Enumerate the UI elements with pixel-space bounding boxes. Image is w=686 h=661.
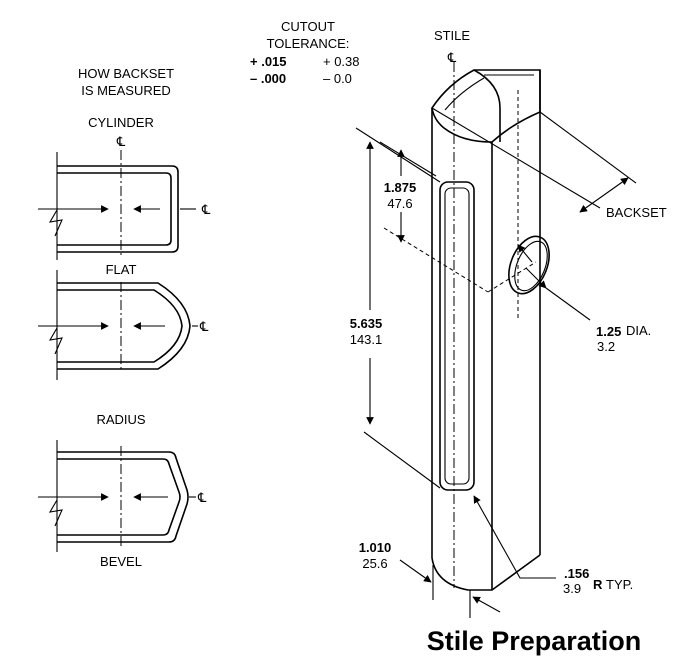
dim-5635 <box>355 127 441 489</box>
bevel-label: BEVEL <box>100 554 142 569</box>
cutout-title-2: TOLERANCE: <box>267 36 350 51</box>
stile-body-drawing <box>383 62 591 591</box>
tolerance-minus-mm: – 0.0 <box>323 71 352 86</box>
cylinder-centerline-symbol: ℄ <box>116 134 126 149</box>
tolerance-plus-inch: + .015 <box>250 54 287 69</box>
dim-1010 <box>399 559 501 618</box>
tolerance-minus-inch: – .000 <box>250 71 286 86</box>
flat-centerline-symbol: ℄ <box>201 202 211 217</box>
dim-156-inch: .156 <box>564 566 589 581</box>
how-backset-title-2: IS MEASURED <box>81 83 171 98</box>
bevel-centerline-symbol: ℄ <box>197 490 207 505</box>
typ-label: TYP. <box>606 577 633 592</box>
dim-125-mm: 3.2 <box>597 339 615 354</box>
dia-label: DIA. <box>626 323 651 338</box>
r-label: R <box>593 577 603 592</box>
tolerance-plus-mm: + 0.38 <box>323 54 360 69</box>
dim-1875-inch: 1.875 <box>384 180 417 195</box>
dim-5635-inch: 5.635 <box>350 316 383 331</box>
how-backset-title-1: HOW BACKSET <box>78 66 174 81</box>
dim-125-inch: 1.25 <box>596 324 621 339</box>
dim-5635-mm: 143.1 <box>350 332 383 347</box>
dim-156-mm: 3.9 <box>563 581 581 596</box>
backset-label: BACKSET <box>606 205 667 220</box>
radius-leader <box>473 495 556 579</box>
stile-centerline-symbol: ℄ <box>447 50 457 65</box>
cutout-title-1: CUTOUT <box>281 19 335 34</box>
dim-1875 <box>379 141 437 243</box>
dim-1010-inch: 1.010 <box>359 540 392 555</box>
radius-section-drawing <box>38 270 198 380</box>
radius-label: RADIUS <box>96 412 145 427</box>
backset-dimension <box>431 107 637 213</box>
bevel-section-drawing <box>38 440 196 552</box>
stile-label: STILE <box>434 28 470 43</box>
dim-1875-mm: 47.6 <box>387 196 412 211</box>
dim-1010-mm: 25.6 <box>362 556 387 571</box>
diagram-title: Stile Preparation <box>427 626 642 656</box>
flat-section-drawing <box>38 150 196 260</box>
cylinder-label: CYLINDER <box>88 115 154 130</box>
flat-label: FLAT <box>106 262 137 277</box>
radius-centerline-symbol: ℄ <box>199 319 209 334</box>
